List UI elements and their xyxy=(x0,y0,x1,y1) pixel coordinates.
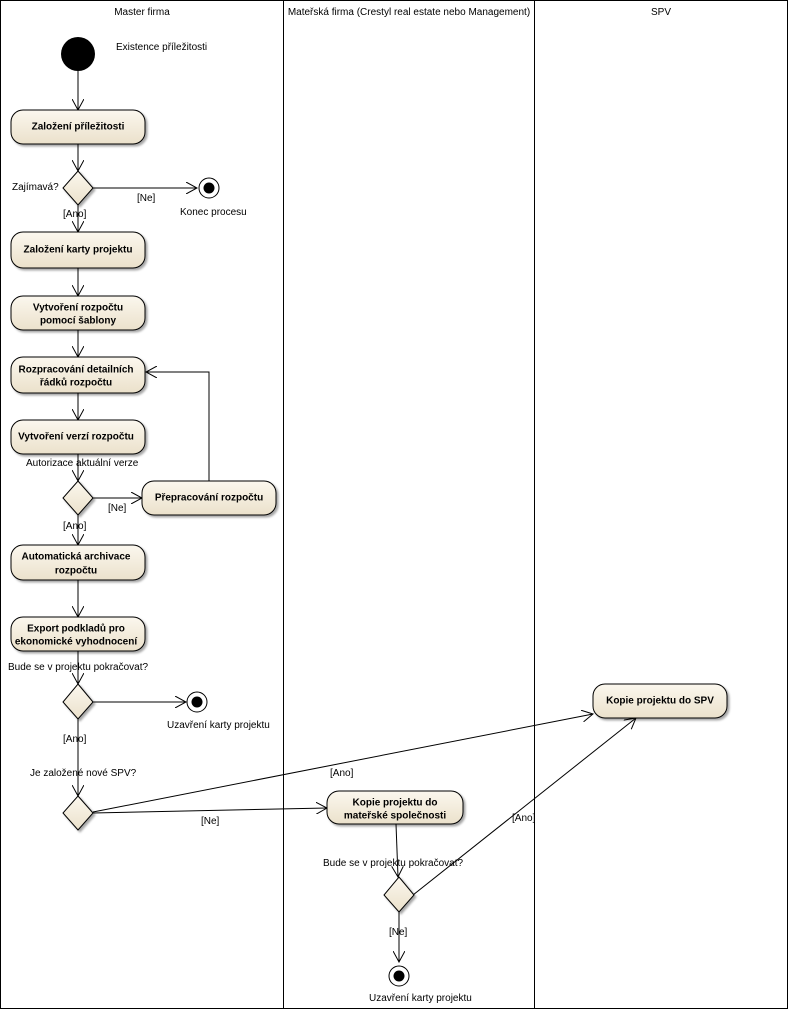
guard-ano: [Ano] xyxy=(330,768,354,779)
guard-ne: [Ne] xyxy=(108,503,127,514)
activities: Založení příležitosti Založení karty pro… xyxy=(10,109,728,825)
activity-kopie-do-materske: Kopie projektu do mateřské společnosti xyxy=(326,790,464,825)
final-label: Uzavření karty projektu xyxy=(167,720,270,731)
start-label: Existence příležitosti xyxy=(116,42,207,53)
decision-nove-spv: Je založené nové SPV? xyxy=(30,768,137,831)
guard-ano: [Ano] xyxy=(63,209,87,220)
guard-labels: [Ne] [Ano] [Ne] [Ano] [Ano] [Ano] [Ne] [… xyxy=(63,193,536,938)
activity-rozpracovani-radku: Rozpracování detailních řádků rozpočtu xyxy=(10,356,146,394)
activity-label-line1: Kopie projektu do xyxy=(353,798,438,809)
activity-automaticka-archivace: Automatická archivace rozpočtu xyxy=(10,544,146,581)
activity-label-line1: Export podkladů pro xyxy=(27,623,125,635)
activity-vytvoreni-verzi: Vytvoření verzí rozpočtu xyxy=(10,419,146,455)
activity-label-line2: pomocí šablony xyxy=(40,316,117,327)
edge-d4-a9 xyxy=(92,714,593,813)
final-label: Konec procesu xyxy=(180,207,247,218)
activity-label: Založení příležitosti xyxy=(32,122,125,133)
decision-question: Je založené nové SPV? xyxy=(30,768,137,779)
activity-label-line2: rozpočtu xyxy=(55,566,97,577)
activity-label: Přepracování rozpočtu xyxy=(155,493,263,504)
lane-title-spv: SPV xyxy=(651,7,671,18)
edge-a6-a4 xyxy=(146,372,210,481)
activity-label-line2: ekonomické vyhodnocení xyxy=(15,637,138,648)
activity-label-line2: mateřské společnosti xyxy=(344,811,446,822)
decision-zajimava: Zajímavá? xyxy=(12,170,94,206)
activity-export-podkladu: Export podkladů pro ekonomické vyhodnoce… xyxy=(10,616,146,652)
activity-label-line2: řádků rozpočtu xyxy=(40,377,112,389)
decision-pokracovat-2: Bude se v projektu pokračovat? xyxy=(323,858,464,913)
edges xyxy=(78,71,636,962)
edge-a10-d5 xyxy=(396,823,398,877)
final-konec-procesu: Konec procesu xyxy=(180,177,247,218)
lane-title-parent: Mateřská firma (Crestyl real estate nebo… xyxy=(288,7,530,18)
final-uzavreni-2: Uzavření karty projektu xyxy=(369,965,472,1004)
decision-question: Autorizace aktuální verze xyxy=(26,458,139,469)
guard-ano: [Ano] xyxy=(63,734,87,745)
activity-label-line1: Automatická archivace xyxy=(22,552,131,563)
guard-ne: [Ne] xyxy=(137,193,156,204)
lane-title-master: Master firma xyxy=(114,7,170,18)
activity-label: Založení karty projektu xyxy=(24,245,133,256)
final-uzavreni-1: Uzavření karty projektu xyxy=(167,691,270,731)
edge-d5-a9 xyxy=(412,718,636,896)
final-label: Uzavření karty projektu xyxy=(369,993,472,1004)
decision-autorizace: Autorizace aktuální verze xyxy=(26,458,139,516)
activity-zalozeni-prilezitosti: Založení příležitosti xyxy=(10,109,146,145)
guard-ne: [Ne] xyxy=(201,816,220,827)
guard-ano: [Ano] xyxy=(512,813,536,824)
initial-node xyxy=(61,37,95,71)
activity-vytvoreni-rozpoctu: Vytvoření rozpočtu pomocí šablony xyxy=(10,295,146,331)
activity-label-line1: Vytvoření rozpočtu xyxy=(33,303,123,314)
guard-ne: [Ne] xyxy=(389,927,408,938)
activity-label: Vytvoření verzí rozpočtu xyxy=(18,432,134,443)
decisions: Zajímavá? Autorizace aktuální verze Bude… xyxy=(8,170,464,913)
activity-zalozeni-karty-projektu: Založení karty projektu xyxy=(10,231,146,269)
activity-prepracovani-rozpoctu: Přepracování rozpočtu xyxy=(141,480,277,516)
edge-d4-a10 xyxy=(92,808,327,813)
activity-label: Kopie projektu do SPV xyxy=(606,696,714,707)
final-nodes: Konec procesu Uzavření karty projektu Uz… xyxy=(167,177,472,1004)
activity-label-line1: Rozpracování detailních xyxy=(18,365,133,376)
guard-ano: [Ano] xyxy=(63,521,87,532)
decision-question: Bude se v projektu pokračovat? xyxy=(323,858,464,869)
activity-kopie-do-spv: Kopie projektu do SPV xyxy=(592,683,728,719)
decision-pokracovat-1: Bude se v projektu pokračovat? xyxy=(8,662,149,720)
decision-question: Bude se v projektu pokračovat? xyxy=(8,662,149,673)
decision-question: Zajímavá? xyxy=(12,182,59,193)
